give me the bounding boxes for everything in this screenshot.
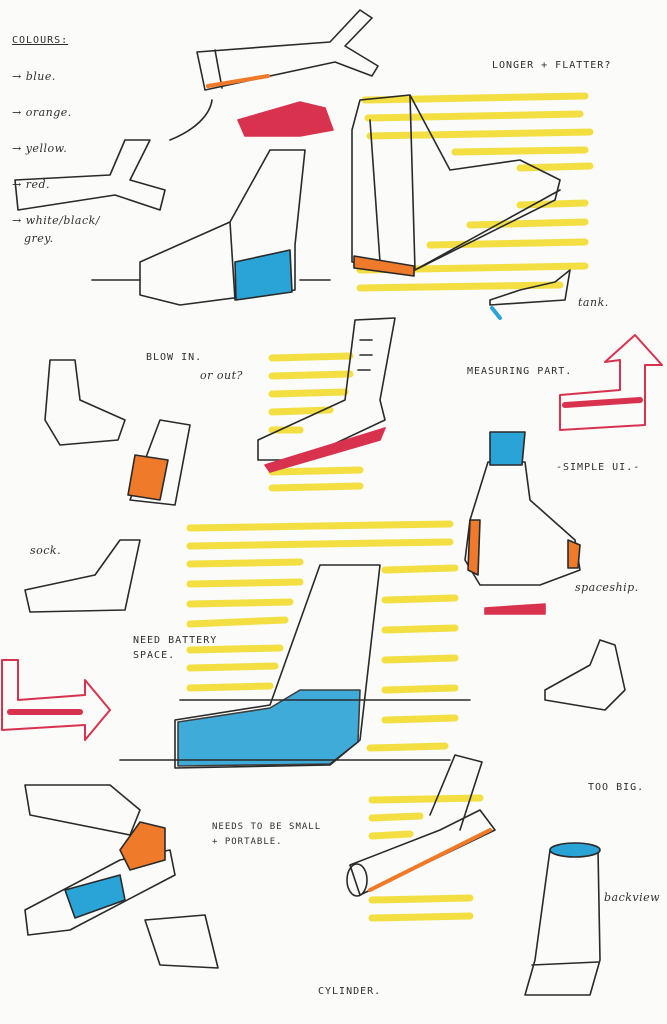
red-swatch-2 — [484, 603, 546, 615]
orange-tube — [127, 454, 169, 501]
blue-cap — [489, 431, 526, 466]
red-arrow-left — [1, 659, 111, 741]
small-y-sketch — [14, 139, 166, 211]
measure-ticks — [357, 339, 373, 371]
backview-sketch — [524, 849, 601, 996]
measuring-sketch — [257, 317, 396, 461]
red-swatch — [237, 101, 334, 137]
blob-sketch — [24, 784, 141, 836]
colour-item: → blue. — [12, 70, 56, 83]
sock-sketch — [24, 539, 141, 613]
label-blow-in: BLOW IN. — [146, 352, 203, 363]
label-simple-ui: -SIMPLE UI.- — [556, 462, 641, 473]
battery-boot-sketch — [174, 564, 381, 769]
red-base — [264, 427, 386, 473]
large-boot-sketch — [351, 94, 561, 271]
label-backview: backview — [604, 891, 661, 904]
label-need-battery: NEED BATTERY SPACE. — [133, 635, 218, 661]
colour-item: → white/black/ grey. — [12, 214, 101, 245]
y-nozzle-sketch — [196, 9, 379, 91]
label-spaceship: spaceship. — [575, 581, 639, 594]
guide-lines — [119, 699, 471, 761]
label-small-portable: NEEDS TO BE SMALL + PORTABLE. — [212, 822, 322, 847]
yellow-highlight-bottom — [368, 794, 484, 922]
orange-sides — [467, 519, 581, 576]
orange-cylinder — [368, 828, 492, 892]
cap-sketch — [144, 914, 219, 969]
cylinder-end — [346, 863, 368, 897]
orange-stripe — [206, 74, 270, 88]
red-arrow-right — [559, 334, 663, 431]
yellow-highlight-top — [356, 92, 594, 292]
label-cylinder: CYLINDER. — [318, 986, 382, 997]
orange-base — [353, 255, 415, 277]
colour-item: → red. — [12, 178, 51, 191]
red-fill — [562, 397, 643, 408]
tank-sketch — [489, 269, 571, 306]
yellow-highlight-middle — [268, 352, 364, 492]
yellow-highlight-large — [186, 520, 459, 752]
label-measuring-part: MEASURING PART. — [467, 366, 573, 377]
funnel-sketch — [44, 359, 126, 446]
label-or-out: or out? — [200, 369, 243, 382]
blue-hatch — [234, 249, 293, 301]
colours-title: COLOURS: — [12, 35, 69, 46]
colour-item: → yellow. — [12, 142, 68, 155]
colours-legend: COLOURS: → blue. → orange. → yellow. → r… — [12, 14, 100, 266]
portable-sketch — [24, 849, 176, 936]
colour-item: → orange. — [12, 106, 72, 119]
spaceship-sketch — [464, 461, 581, 586]
label-tank: tank. — [578, 296, 609, 309]
orange-portable — [119, 821, 166, 871]
label-sock: sock. — [30, 544, 62, 557]
label-too-big: TOO BIG. — [588, 782, 645, 793]
arrow-curve — [169, 99, 213, 141]
blue-mark — [490, 306, 502, 320]
blue-top — [549, 842, 601, 858]
cylinder-sketch — [349, 754, 496, 896]
too-big-sketch — [544, 639, 626, 711]
label-longer-flatter: LONGER + FLATTER? — [492, 60, 612, 71]
nozzle-blue-sketch — [139, 149, 306, 306]
blue-battery — [177, 689, 361, 767]
blue-portable — [64, 874, 126, 919]
